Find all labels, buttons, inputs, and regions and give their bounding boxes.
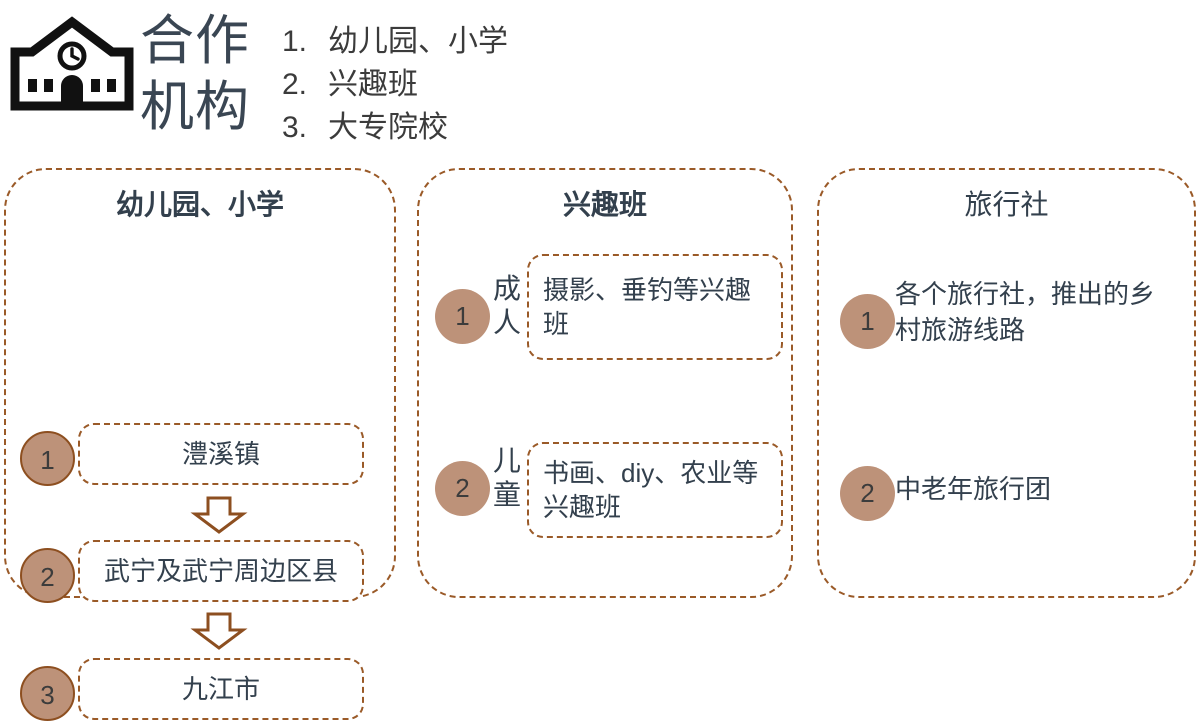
header-category-list: 1. 幼儿园、小学 2. 兴趣班 3. 大专院校 bbox=[282, 20, 508, 149]
header-list-item: 2. 兴趣班 bbox=[282, 63, 508, 106]
side-label-hobby-1: 成人 bbox=[492, 273, 521, 338]
header-list-item-number: 3. bbox=[282, 111, 308, 144]
side-label-hobby-2: 儿童 bbox=[492, 445, 521, 510]
down-arrow-icon bbox=[186, 495, 252, 535]
card-title-kindergarten: 幼儿园、小学 bbox=[115, 189, 284, 220]
content-box-hobby-1: 摄影、垂钓等兴趣班 bbox=[527, 254, 783, 360]
content-text-travel-1: 各个旅行社，推出的乡村旅游线路 bbox=[895, 279, 1156, 345]
header-list-item-label: 兴趣班 bbox=[328, 68, 418, 101]
badge-kindergarten-3: 3 bbox=[20, 666, 75, 721]
content-text-travel-2: 中老年旅行团 bbox=[895, 474, 1052, 504]
down-arrow-icon bbox=[186, 611, 252, 651]
badge-hobby-2: 2 bbox=[435, 461, 490, 516]
step-box-kindergarten-2: 武宁及武宁周边区县 bbox=[78, 540, 364, 602]
card-kindergarten: 幼儿园、小学 1 澧溪镇 2 武宁及武宁周边区县 3 九江市 bbox=[4, 168, 396, 721]
school-building-clock-icon bbox=[8, 16, 136, 116]
card-title-hobby: 兴趣班 bbox=[562, 189, 647, 220]
header-list-item: 3. 大专院校 bbox=[282, 106, 508, 149]
badge-travel-2: 2 bbox=[840, 466, 895, 521]
badge-kindergarten-2: 2 bbox=[20, 548, 75, 603]
header: 合作 机构 1. 幼儿园、小学 2. 兴趣班 3. 大专院校 bbox=[0, 0, 1200, 155]
header-list-item-number: 2. bbox=[282, 68, 308, 101]
header-list-item-number: 1. bbox=[282, 25, 308, 58]
card-travel: 旅行社 1 各个旅行社，推出的乡村旅游线路 2 中老年旅行团 bbox=[817, 168, 1196, 598]
header-list-item-label: 大专院校 bbox=[328, 111, 448, 144]
page-title: 合作 机构 bbox=[140, 11, 250, 137]
badge-kindergarten-1: 1 bbox=[20, 431, 75, 486]
step-box-kindergarten-1: 澧溪镇 bbox=[78, 423, 364, 485]
header-list-item: 1. 幼儿园、小学 bbox=[282, 20, 508, 63]
header-list-item-label: 幼儿园、小学 bbox=[328, 25, 508, 58]
card-title-travel: 旅行社 bbox=[964, 189, 1049, 220]
badge-hobby-1: 1 bbox=[435, 289, 490, 344]
step-box-kindergarten-3: 九江市 bbox=[78, 658, 364, 720]
content-box-hobby-2: 书画、diy、农业等兴趣班 bbox=[527, 442, 783, 538]
card-hobby: 兴趣班 1 成人 摄影、垂钓等兴趣班 2 儿童 书画、diy、农业等兴趣班 bbox=[417, 168, 793, 598]
badge-travel-1: 1 bbox=[840, 294, 895, 349]
